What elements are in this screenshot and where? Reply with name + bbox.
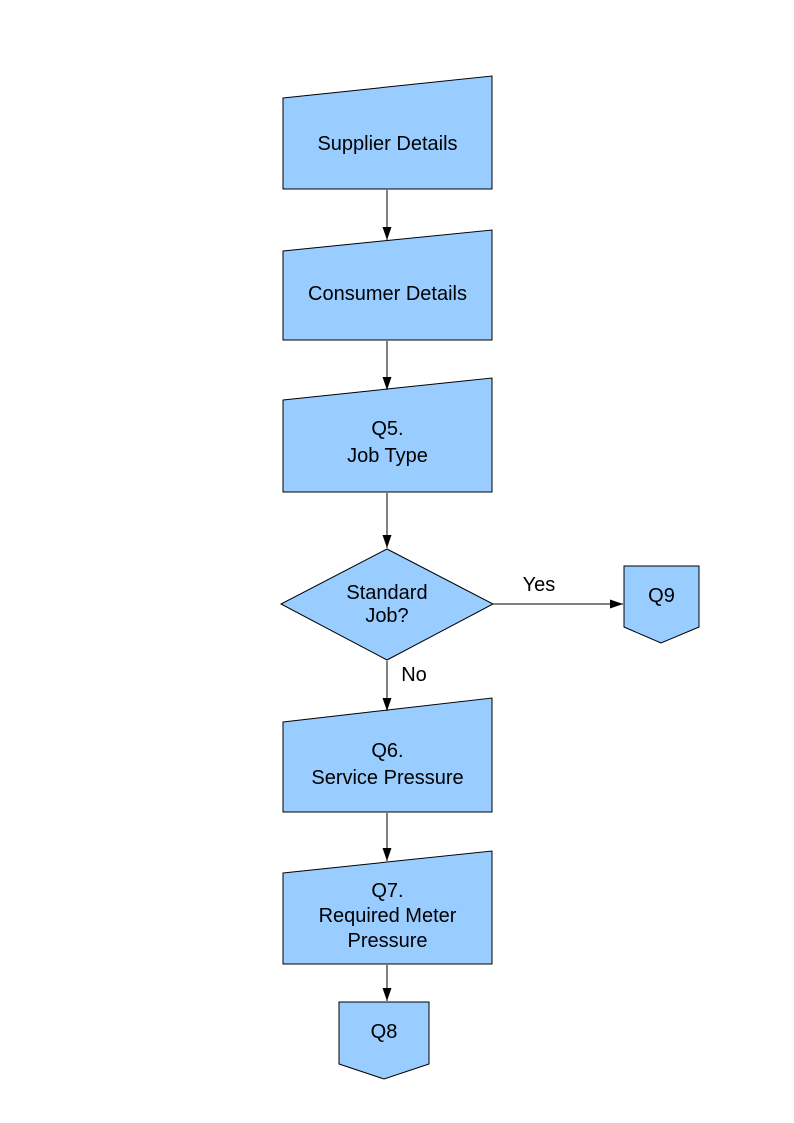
q7-label-line2: Required Meter <box>318 905 457 927</box>
supplier-details-label: Supplier Details <box>317 133 458 155</box>
q7-required-meter-pressure-shape <box>282 850 493 965</box>
q6-service-pressure-label: Q6. Service Pressure <box>283 738 492 792</box>
q8-offpage-connector-shape <box>338 1001 430 1080</box>
standard-job-label-line1: Standard <box>346 582 428 604</box>
q5-job-type-shape <box>282 377 493 493</box>
standard-job-label: Standard Job? <box>307 582 467 628</box>
q7-label-line1: Q7. <box>371 880 404 902</box>
q9-offpage-connector-shape <box>623 565 700 644</box>
standard-job-label-line2: Job? <box>365 605 409 627</box>
q5-label-line1: Q5. <box>371 418 404 440</box>
q6-service-pressure-shape <box>282 697 493 813</box>
q6-label-line2: Service Pressure <box>311 767 464 789</box>
q7-required-meter-pressure-label: Q7. Required Meter Pressure <box>283 879 492 954</box>
consumer-details-shape <box>282 229 493 341</box>
q9-label: Q9 <box>648 585 675 607</box>
no-edge-label: No <box>401 664 427 686</box>
q8-label: Q8 <box>370 1021 398 1043</box>
q5-job-type-label: Q5. Job Type <box>283 416 492 470</box>
standard-job-decision-shape <box>279 548 495 661</box>
q7-label-line3: Pressure <box>347 930 428 952</box>
q5-label-line2: Job Type <box>347 445 428 467</box>
q6-label-line1: Q6. <box>371 740 404 762</box>
consumer-details-label: Consumer Details <box>308 283 467 305</box>
yes-edge-label: Yes <box>522 574 556 596</box>
supplier-details-shape <box>282 75 493 190</box>
